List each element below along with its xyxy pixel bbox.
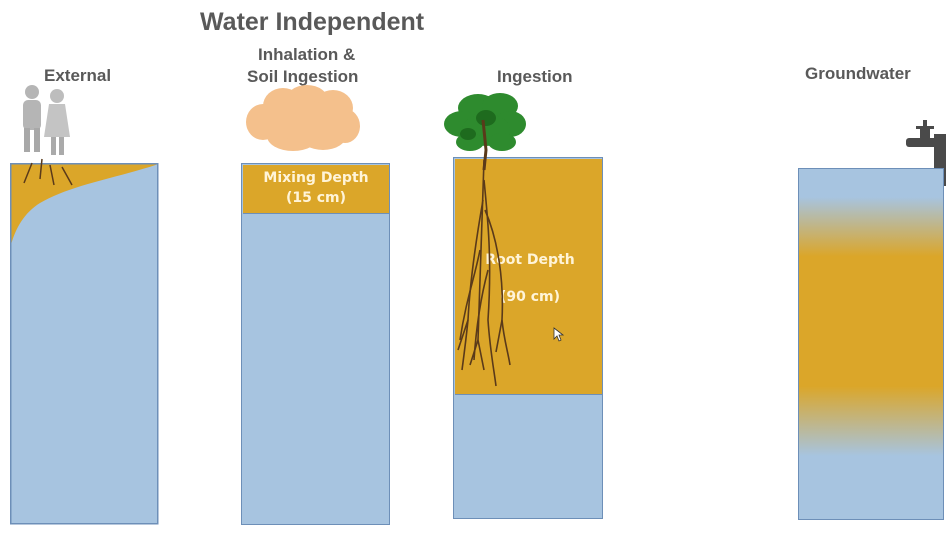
cursor-icon xyxy=(553,327,565,342)
root-depth-value: (90 cm) xyxy=(499,289,561,305)
groundwater-label: Groundwater xyxy=(805,64,911,83)
groundwater-column xyxy=(798,168,944,520)
inhalation-column xyxy=(241,163,390,525)
mixing-depth-label: Mixing Depth xyxy=(263,170,369,186)
inhalation-label-line2: Soil Ingestion xyxy=(247,67,359,86)
root-depth-label: Root Depth xyxy=(485,252,575,268)
dust-cloud-icon xyxy=(246,85,360,151)
root-depth-layer xyxy=(454,158,602,395)
external-column xyxy=(10,158,159,525)
external-soil-layer xyxy=(11,164,157,243)
diagram-title: Water Independent xyxy=(200,8,425,36)
tree-icon xyxy=(444,93,526,387)
mixing-depth-layer xyxy=(242,164,389,214)
people-icon xyxy=(23,85,70,155)
mixing-depth-value: (15 cm) xyxy=(285,190,347,206)
ingestion-label: Ingestion xyxy=(497,67,573,86)
external-label: External xyxy=(44,66,112,85)
inhalation-label-line1: Inhalation & xyxy=(258,45,356,64)
